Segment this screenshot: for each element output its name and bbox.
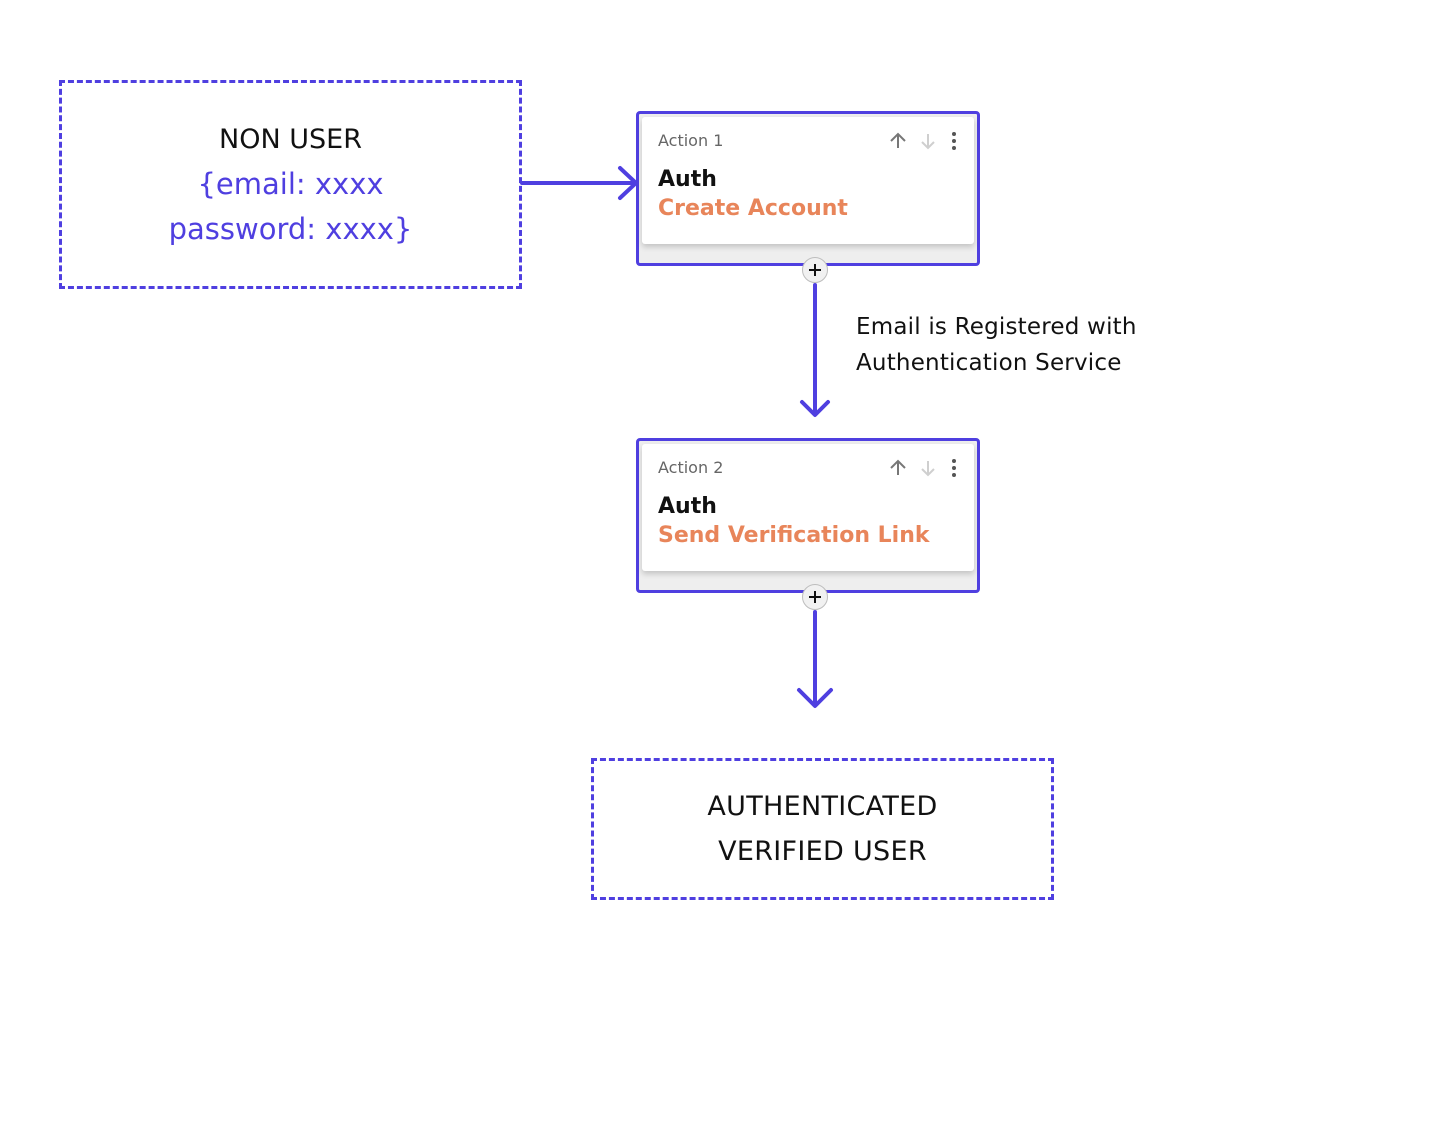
arrow-up-icon[interactable] xyxy=(888,131,908,151)
action-card-1-controls xyxy=(888,131,960,151)
start-state-box: NON USER {email: xxxx password: xxxx} xyxy=(59,80,522,289)
plus-icon xyxy=(809,591,821,603)
action-card-2-service: Auth xyxy=(658,494,717,519)
action-card-1-action: Create Account xyxy=(658,196,848,221)
action-card-2[interactable]: Action 2 Auth Send Verification Link xyxy=(636,438,980,593)
add-step-button-2[interactable] xyxy=(802,584,828,610)
add-step-button-1[interactable] xyxy=(802,257,828,283)
arrowhead-action1-to-action2 xyxy=(800,400,830,417)
arrow-down-icon[interactable] xyxy=(918,458,938,478)
arrowhead-action2-to-end xyxy=(797,688,833,708)
more-vertical-icon[interactable] xyxy=(948,131,960,151)
more-vertical-icon[interactable] xyxy=(948,458,960,478)
transition-note-line-2: Authentication Service xyxy=(856,350,1122,376)
end-state-line-1: AUTHENTICATED xyxy=(707,791,938,822)
arrow-down-icon[interactable] xyxy=(918,131,938,151)
end-state-line-2: VERIFIED USER xyxy=(718,836,927,867)
arrow-up-icon[interactable] xyxy=(888,458,908,478)
start-state-title: NON USER xyxy=(219,124,362,155)
action-card-1-service: Auth xyxy=(658,167,717,192)
action-card-2-body: Action 2 Auth Send Verification Link xyxy=(642,444,974,571)
plus-icon xyxy=(809,264,821,276)
transition-note-line-1: Email is Registered with xyxy=(856,314,1137,340)
transition-note: Email is Registered with Authentication … xyxy=(856,309,1137,381)
end-state-box: AUTHENTICATED VERIFIED USER xyxy=(591,758,1054,900)
action-card-1-label: Action 1 xyxy=(658,131,724,150)
action-card-1[interactable]: Action 1 Auth Create Account xyxy=(636,111,980,266)
start-state-password: password: xxxx} xyxy=(168,212,413,246)
action-card-1-body: Action 1 Auth Create Account xyxy=(642,117,974,244)
start-state-email: {email: xxxx xyxy=(197,167,384,201)
action-card-2-controls xyxy=(888,458,960,478)
action-card-2-action: Send Verification Link xyxy=(658,523,930,548)
action-card-2-label: Action 2 xyxy=(658,458,724,477)
